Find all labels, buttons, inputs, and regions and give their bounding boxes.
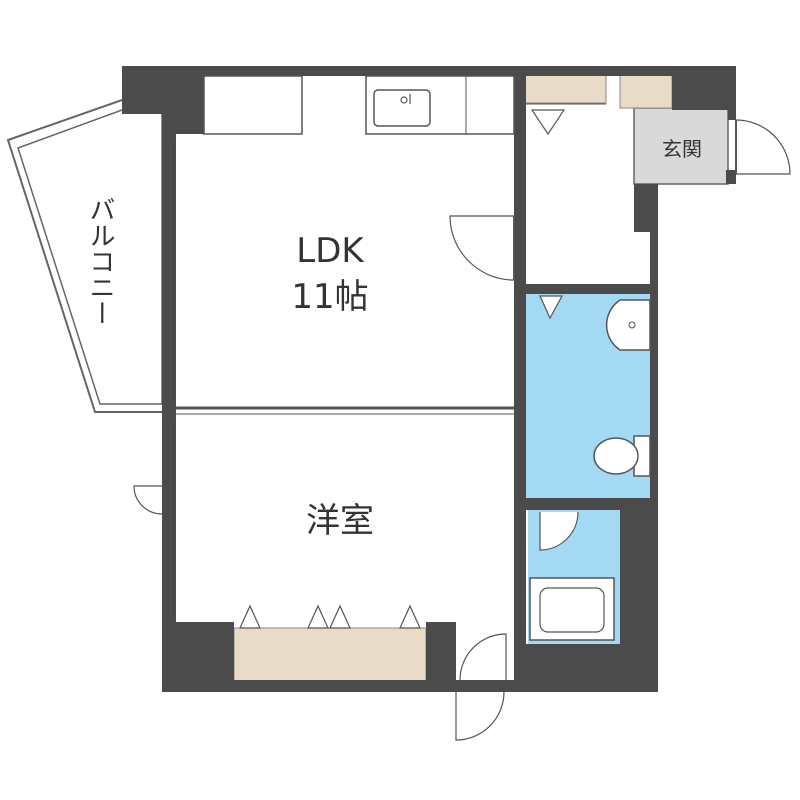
- storage-cabinet-top-right: [619, 74, 673, 109]
- entrance-floor: [633, 107, 729, 185]
- partitions: [169, 75, 515, 620]
- washbasin: [605, 299, 651, 351]
- storage-cabinet-top-left: [523, 74, 607, 104]
- kitchen-sink: [373, 89, 431, 127]
- toilet: [593, 435, 651, 477]
- closet-western-room: [233, 627, 427, 685]
- ldk-size-label: 11帖: [291, 277, 368, 317]
- ldk-label: LDK: [296, 231, 365, 271]
- entrance-label: 玄関: [662, 137, 702, 161]
- bathtub: [529, 577, 615, 641]
- closet-door-markers: [239, 109, 566, 629]
- balcony-label: バルコニー: [85, 196, 115, 326]
- doors: [133, 119, 791, 741]
- western-room-label: 洋室: [306, 501, 374, 541]
- walls: [122, 66, 736, 692]
